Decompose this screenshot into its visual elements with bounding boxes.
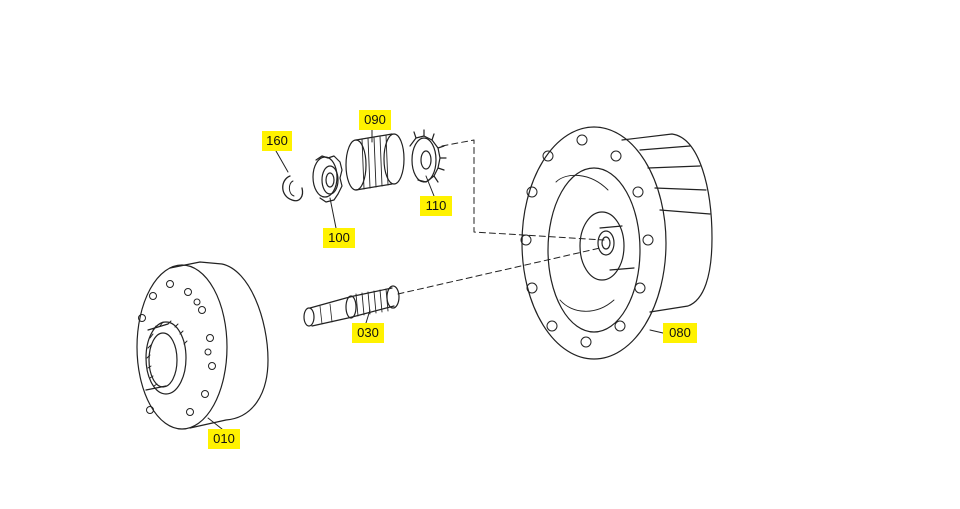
part-090-bushing — [345, 133, 405, 191]
callout-080: 080 — [663, 323, 697, 343]
leader-lines — [207, 129, 664, 430]
part-010-drum — [136, 261, 269, 430]
callout-100: 100 — [323, 228, 355, 248]
part-080-housing — [520, 126, 713, 360]
part-160-snap-ring — [282, 175, 304, 202]
callout-030: 030 — [352, 323, 384, 343]
part-110-spur-gear — [409, 129, 447, 183]
callout-160: 160 — [262, 131, 292, 151]
callout-010: 010 — [208, 429, 240, 449]
part-030-shaft — [303, 285, 400, 327]
assembly-axis-line-gears — [441, 139, 605, 241]
callout-110: 110 — [420, 196, 452, 216]
assembly-axis-line-shaft — [397, 247, 601, 295]
part-100-small-gear — [312, 155, 343, 203]
callout-090: 090 — [359, 110, 391, 130]
